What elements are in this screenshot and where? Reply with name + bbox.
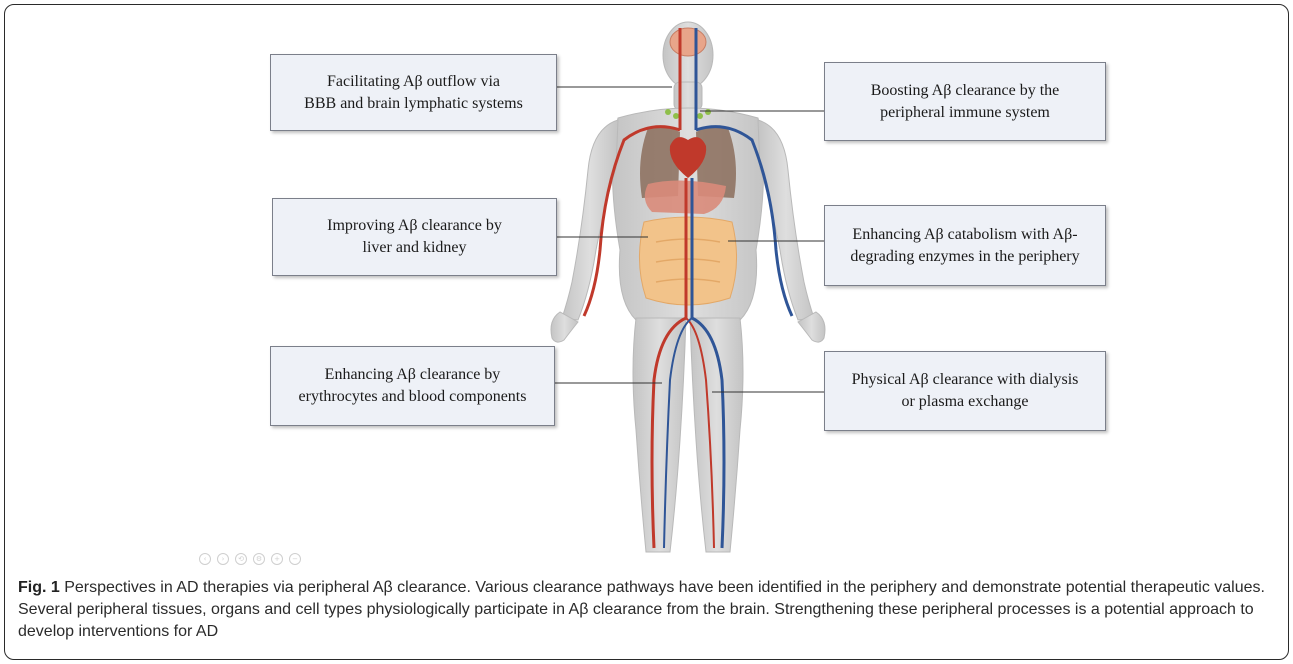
callout-line: degrading enzymes in the periphery xyxy=(850,246,1079,268)
callout-line: peripheral immune system xyxy=(871,102,1060,124)
viewer-controls: ‹ › ⟲ ⚙ + − xyxy=(199,553,301,565)
callout-line: Improving Aβ clearance by xyxy=(327,215,502,237)
figure-caption: Fig. 1 Perspectives in AD therapies via … xyxy=(18,577,1280,643)
settings-icon[interactable]: ⚙ xyxy=(253,553,265,565)
callout-dialysis: Physical Aβ clearance with dialysis or p… xyxy=(824,351,1106,431)
callout-line: erythrocytes and blood components xyxy=(299,386,527,408)
rotate-icon[interactable]: ⟲ xyxy=(235,553,247,565)
zoom-next-icon[interactable]: › xyxy=(217,553,229,565)
callout-line: Physical Aβ clearance with dialysis xyxy=(852,369,1079,391)
caption-label: Fig. 1 xyxy=(18,579,60,596)
callout-line: Enhancing Aβ catabolism with Aβ- xyxy=(850,224,1079,246)
callout-line: Enhancing Aβ clearance by xyxy=(299,364,527,386)
callout-degrading-enzymes: Enhancing Aβ catabolism with Aβ- degradi… xyxy=(824,205,1106,286)
zoom-in-icon[interactable]: + xyxy=(271,553,283,565)
callout-erythrocytes: Enhancing Aβ clearance by erythrocytes a… xyxy=(270,346,555,426)
callout-immune-system: Boosting Aβ clearance by the peripheral … xyxy=(824,62,1106,141)
callout-line: Boosting Aβ clearance by the xyxy=(871,80,1060,102)
callout-line: BBB and brain lymphatic systems xyxy=(304,93,523,115)
callout-line: or plasma exchange xyxy=(852,391,1079,413)
callout-bbb-lymphatic: Facilitating Aβ outflow via BBB and brai… xyxy=(270,54,557,131)
callout-line: Facilitating Aβ outflow via xyxy=(304,71,523,93)
callout-line: liver and kidney xyxy=(327,237,502,259)
intestines xyxy=(639,217,736,305)
brain xyxy=(670,28,706,56)
zoom-previous-icon[interactable]: ‹ xyxy=(199,553,211,565)
zoom-out-icon[interactable]: − xyxy=(289,553,301,565)
callout-liver-kidney: Improving Aβ clearance by liver and kidn… xyxy=(272,198,557,276)
caption-text: Perspectives in AD therapies via periphe… xyxy=(18,579,1265,640)
